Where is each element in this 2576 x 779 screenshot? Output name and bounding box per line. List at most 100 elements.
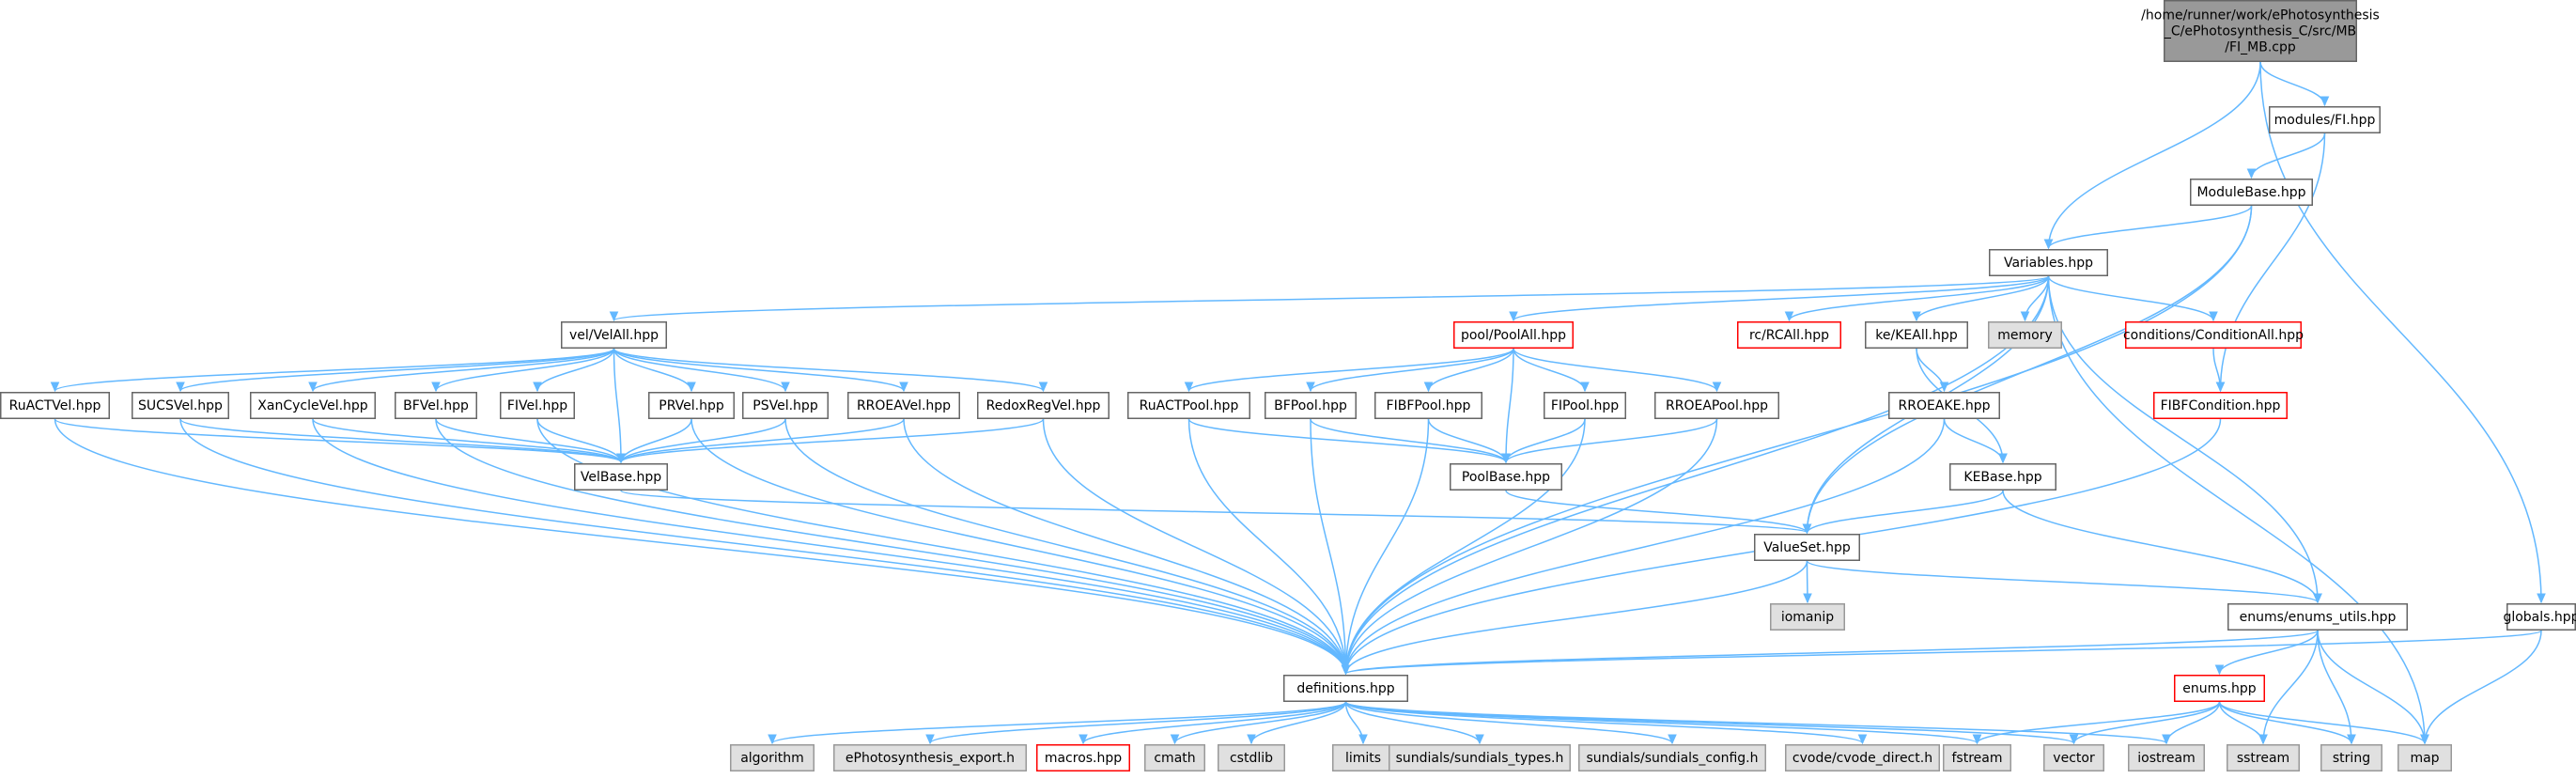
edge-variables-to-map [2047,275,2426,743]
edge-rubactvel-to-definitions [54,418,1346,674]
node-psvel[interactable]: PSVel.hpp [742,392,829,419]
node-label: /home/runner/work/ePhotosynthesis [2141,8,2380,23]
edge-definitions-to-export [930,701,1347,743]
node-rubactvel[interactable]: RuACTVel.hpp [0,392,110,419]
edge-definitions-to-sundconfig [1344,701,1673,743]
node-box [847,392,960,419]
node-globals[interactable]: globals.hpp [2503,603,2576,631]
node-enumsutils[interactable]: enums/enums_utils.hpp [2227,603,2408,631]
node-label: ke/KEAll.hpp [1875,328,1958,343]
node-label: /FI_MB.cpp [2225,40,2296,55]
edge-globals-to-definitions [1346,630,2542,674]
node-label: RuACTPool.hpp [1140,398,1239,413]
node-box [833,744,1027,771]
node-rroeake[interactable]: RROEAKE.hpp [1888,392,2000,419]
node-bfpool[interactable]: BFPool.hpp [1265,392,1357,419]
node-label: cvode/cvode_direct.h [1792,751,1932,766]
node-velbase[interactable]: VelBase.hpp [574,463,668,491]
node-algorithm: algorithm [730,744,815,771]
node-box [1578,744,1766,771]
node-cvode: cvode/cvode_direct.h [1785,744,1940,771]
edge-poolall-to-poolbase [1506,348,1514,462]
edge-fibfpool-to-definitions [1346,418,1430,674]
node-box [2043,744,2104,771]
node-box [2164,0,2357,62]
edge-rroeapool-to-poolbase [1506,418,1718,462]
node-sundtypes: sundials/sundials_types.h [1389,744,1571,771]
edge-definitions-to-sundtypes [1344,701,1481,743]
node-cstdlib: cstdlib [1218,744,1285,771]
node-label: Variables.hpp [2004,256,2093,271]
node-box [1265,392,1357,419]
node-string: string [2320,744,2382,771]
edge-redoxvel-to-velbase [621,418,1045,462]
edges-layer [54,61,2542,743]
node-velall[interactable]: vel/VelAll.hpp [561,321,667,349]
node-fibfpool[interactable]: FIBFPool.hpp [1374,392,1482,419]
node-fstream: fstream [1943,744,2011,771]
edge-enums-to-sstream [2218,701,2264,743]
node-macros[interactable]: macros.hpp [1036,744,1130,771]
node-label: cmath [1154,751,1195,766]
edge-globals-to-map [2425,630,2542,743]
node-fipool[interactable]: FIPool.hpp [1544,392,1626,419]
edge-poolall-to-fipool [1513,348,1585,391]
edge-velall-to-redoxvel [613,348,1044,391]
node-box [2125,321,2302,349]
node-label: enums.hpp [2182,681,2257,696]
edge-variables-to-rcall [1790,275,2050,320]
node-box [2227,603,2408,631]
node-box [1737,321,1841,349]
node-label: RROEAVel.hpp [857,398,951,413]
node-label: vel/VelAll.hpp [569,328,659,343]
node-valueset[interactable]: ValueSet.hpp [1754,534,1860,561]
edge-poolall-to-bfpool [1311,348,1514,391]
node-condall[interactable]: conditions/ConditionAll.hpp [2123,321,2304,349]
node-box [500,392,575,419]
edge-psvel-to-definitions [784,418,1346,674]
node-box [2153,392,2288,419]
node-iomanip: iomanip [1770,603,1845,631]
node-rcall[interactable]: rc/RCAll.hpp [1737,321,1841,349]
node-label: RuACTVel.hpp [9,398,101,413]
edge-definitions-to-cvode [1344,701,1863,743]
node-prvel[interactable]: PRVel.hpp [648,392,735,419]
node-poolbase[interactable]: PoolBase.hpp [1450,463,1562,491]
node-fibfcond[interactable]: FIBFCondition.hpp [2153,392,2288,419]
edge-bfpool-to-poolbase [1310,418,1506,462]
node-xanvel[interactable]: XanCycleVel.hpp [250,392,376,419]
node-poolall[interactable]: pool/PoolAll.hpp [1453,321,1574,349]
node-rroeapool[interactable]: RROEAPool.hpp [1654,392,1779,419]
node-modulebase[interactable]: ModuleBase.hpp [2190,179,2313,206]
edge-valueset-to-enumsutils [1806,560,2319,602]
node-fivel[interactable]: FIVel.hpp [500,392,575,419]
node-label: SUCSVel.hpp [138,398,223,413]
edge-kebase-to-valueset [1808,490,2004,533]
node-label: modules/FI.hpp [2274,113,2376,128]
node-label: XanCycleVel.hpp [257,398,368,413]
node-redoxvel[interactable]: RedoxRegVel.hpp [977,392,1110,419]
node-box [132,392,229,419]
node-definitions[interactable]: definitions.hpp [1283,675,1408,702]
node-keall[interactable]: ke/KEAll.hpp [1865,321,1968,349]
node-rubactpool[interactable]: RuACTPool.hpp [1127,392,1250,419]
node-memory: memory [1988,321,2062,349]
node-rroeavel[interactable]: RROEAVel.hpp [847,392,960,419]
node-box [1144,744,1205,771]
node-sucsvel[interactable]: SUCSVel.hpp [132,392,229,419]
edge-definitions-to-algorithm [772,701,1347,743]
node-fi[interactable]: modules/FI.hpp [2269,106,2381,133]
node-variables[interactable]: Variables.hpp [1989,249,2108,276]
edge-definitions-to-vector [1344,701,2074,743]
node-box [1389,744,1571,771]
node-label: PRVel.hpp [659,398,724,413]
edge-variables-to-condall [2047,275,2214,320]
node-label: FIPool.hpp [1551,398,1619,413]
edge-psvel-to-velbase [621,418,786,462]
node-enums[interactable]: enums.hpp [2174,675,2265,702]
node-root[interactable]: /home/runner/work/ePhotosynthesis_C/ePho… [2141,0,2380,62]
edge-enumsutils-to-definitions [1346,630,2319,674]
node-bfvel[interactable]: BFVel.hpp [395,392,477,419]
node-kebase[interactable]: KEBase.hpp [1949,463,2056,491]
node-box [1283,675,1408,702]
